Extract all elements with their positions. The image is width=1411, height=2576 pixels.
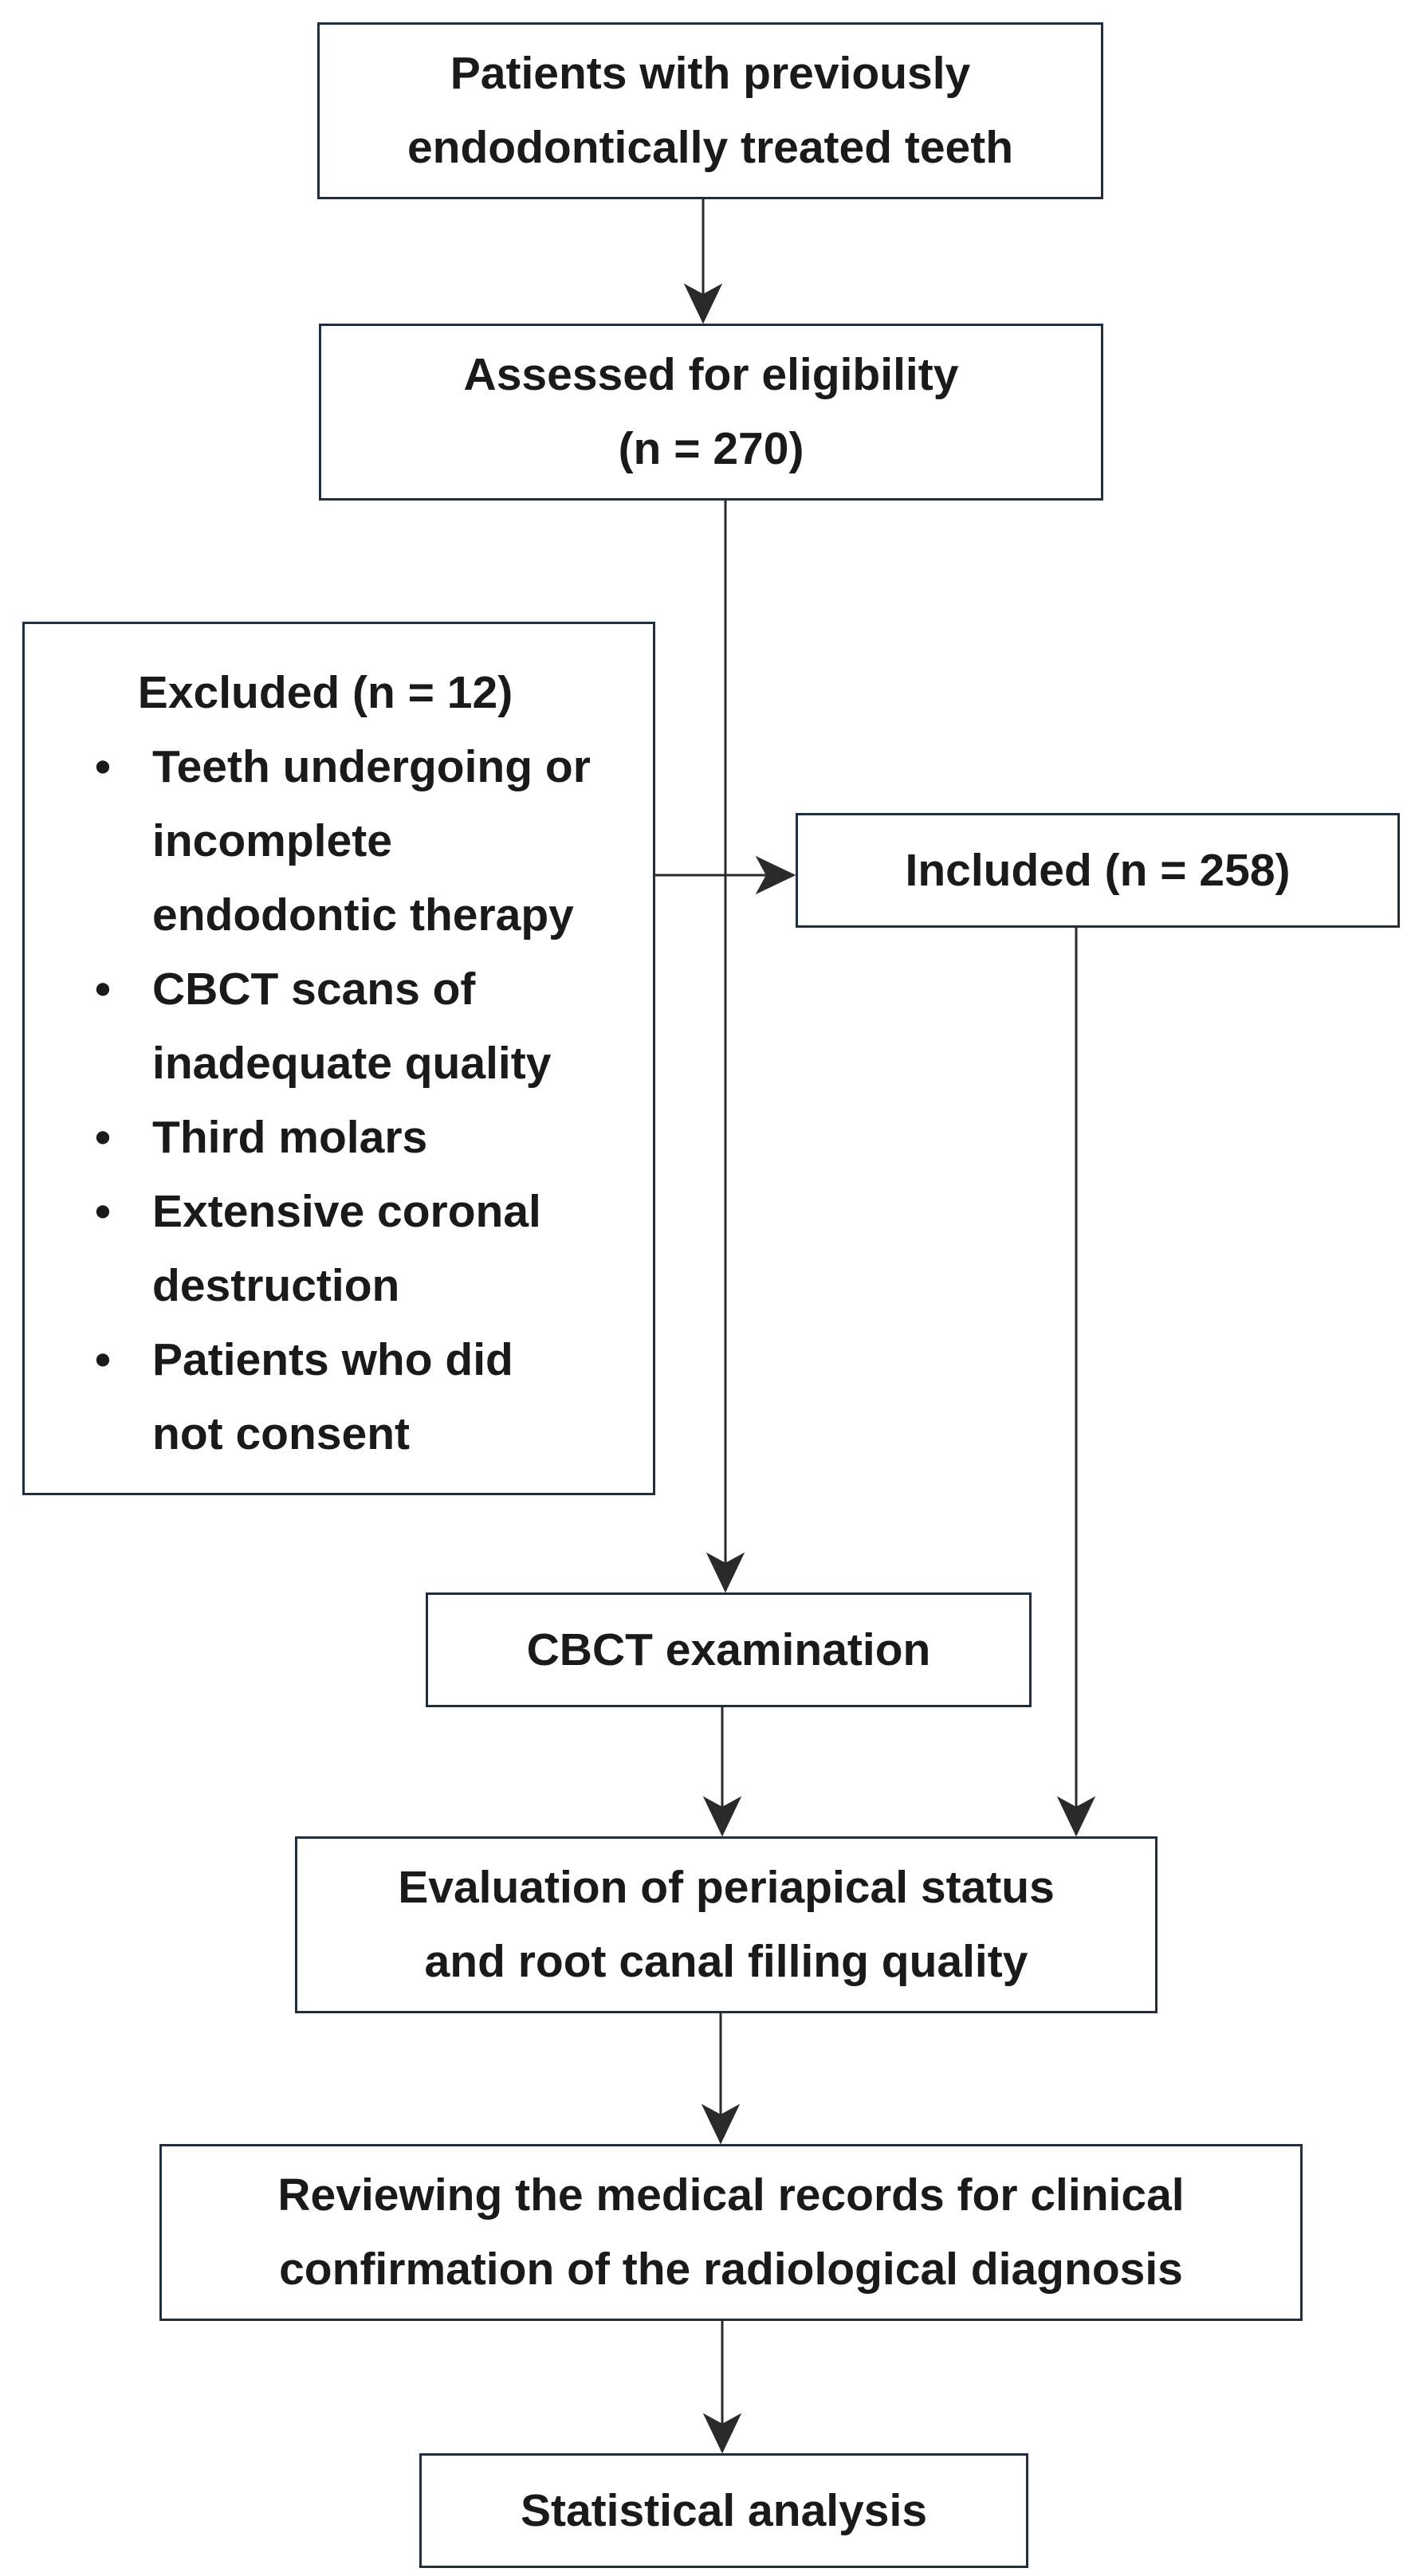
- exclusion-item-text: not consent: [152, 1408, 410, 1459]
- box-statistical-analysis: Statistical analysis: [419, 2453, 1028, 2568]
- box-reviewing-line-1: Reviewing the medical records for clinic…: [277, 2170, 1185, 2221]
- arrowhead-icon: [706, 1552, 745, 1593]
- box-reviewing-medical-records: Reviewing the medical records for clinic…: [159, 2144, 1303, 2321]
- exclusion-item-coronal-destruction: • Extensive coronal destruction: [25, 1175, 653, 1323]
- bullet-icon: •: [95, 1334, 111, 1385]
- exclusion-item-text: CBCT scans of: [152, 964, 476, 1015]
- box-cbct-line-1: CBCT examination: [526, 1624, 931, 1675]
- bullet-icon: •: [95, 1112, 111, 1163]
- box-evaluation: Evaluation of periapical status and root…: [295, 1836, 1157, 2013]
- excluded-title: Excluded (n = 12): [137, 667, 513, 718]
- box-patients-previously-treated: Patients with previously endodontically …: [317, 22, 1103, 199]
- exclusion-item-text: Teeth undergoing or: [152, 741, 591, 792]
- exclusion-item-text: Third molars: [152, 1112, 428, 1163]
- box-evaluation-line-1: Evaluation of periapical status: [398, 1862, 1055, 1913]
- box-statistical-line-1: Statistical analysis: [520, 2484, 928, 2536]
- exclusion-item-no-consent: • Patients who did not consent: [25, 1323, 653, 1471]
- exclusion-item-undergoing-therapy: • Teeth undergoing or incomplete endodon…: [25, 730, 653, 952]
- box-excluded: Excluded (n = 12) • Teeth undergoing or …: [22, 622, 655, 1495]
- box-cbct-examination: CBCT examination: [426, 1592, 1032, 1707]
- box-evaluation-line-2: and root canal filling quality: [424, 1936, 1028, 1987]
- box-patients-line-1: Patients with previously: [450, 48, 971, 99]
- box-assessed-for-eligibility: Assessed for eligibility (n = 270): [319, 324, 1103, 501]
- box-reviewing-line-2: confirmation of the radiological diagnos…: [279, 2244, 1183, 2295]
- arrowhead-icon: [755, 855, 796, 895]
- exclusion-item-text: endodontic therapy: [152, 889, 574, 940]
- box-assessed-line-2: (n = 270): [618, 423, 804, 474]
- exclusion-item-third-molars: • Third molars: [25, 1101, 653, 1175]
- arrowhead-icon: [702, 1796, 742, 1837]
- exclusion-item-text: Extensive coronal: [152, 1186, 541, 1237]
- exclusion-item-text: destruction: [152, 1260, 400, 1311]
- bullet-icon: •: [95, 964, 111, 1015]
- box-included: Included (n = 258): [796, 813, 1400, 928]
- arrowhead-icon: [1056, 1796, 1096, 1837]
- bullet-icon: •: [95, 1186, 111, 1237]
- box-assessed-line-1: Assessed for eligibility: [463, 349, 959, 400]
- exclusion-criteria-list: • Teeth undergoing or incomplete endodon…: [25, 730, 653, 1471]
- exclusion-item-text: Patients who did: [152, 1334, 513, 1385]
- arrowhead-icon: [702, 2413, 742, 2454]
- arrowhead-icon: [683, 283, 723, 324]
- arrowhead-icon: [701, 2103, 741, 2145]
- bullet-icon: •: [95, 741, 111, 792]
- box-patients-line-2: endodontically treated teeth: [407, 122, 1014, 173]
- exclusion-item-cbct-quality: • CBCT scans of inadequate quality: [25, 952, 653, 1101]
- exclusion-item-text: incomplete: [152, 815, 392, 866]
- exclusion-item-text: inadequate quality: [152, 1038, 552, 1089]
- box-included-line-1: Included (n = 258): [905, 844, 1291, 896]
